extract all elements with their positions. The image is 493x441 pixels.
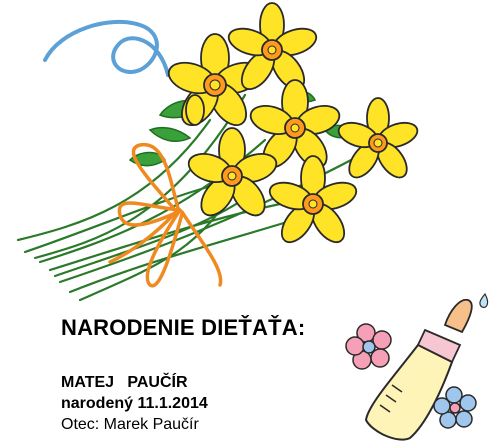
flower-1 (167, 33, 263, 126)
orange-ribbon-bow (108, 143, 223, 288)
bottle-body (364, 343, 454, 441)
birth-date-line: narodený 11.1.2014 (61, 395, 208, 412)
bottle-nipple (443, 298, 473, 334)
announcement-heading: NARODENIE DIEŤAŤA: (61, 315, 306, 340)
flower-2 (227, 2, 318, 91)
flower-5 (187, 127, 278, 217)
flower-3 (249, 79, 341, 169)
milk-drop-icon (479, 292, 489, 308)
blue-ribbon-loop (43, 19, 170, 77)
small-flower-left (345, 323, 392, 370)
father-line: Otec: Marek Paučír (61, 416, 199, 433)
small-flower-right (433, 386, 477, 429)
flower-7 (185, 94, 205, 126)
flower-6 (268, 155, 358, 244)
child-name: MATEJ PAUČÍR (61, 374, 188, 391)
flower-4 (337, 97, 419, 179)
